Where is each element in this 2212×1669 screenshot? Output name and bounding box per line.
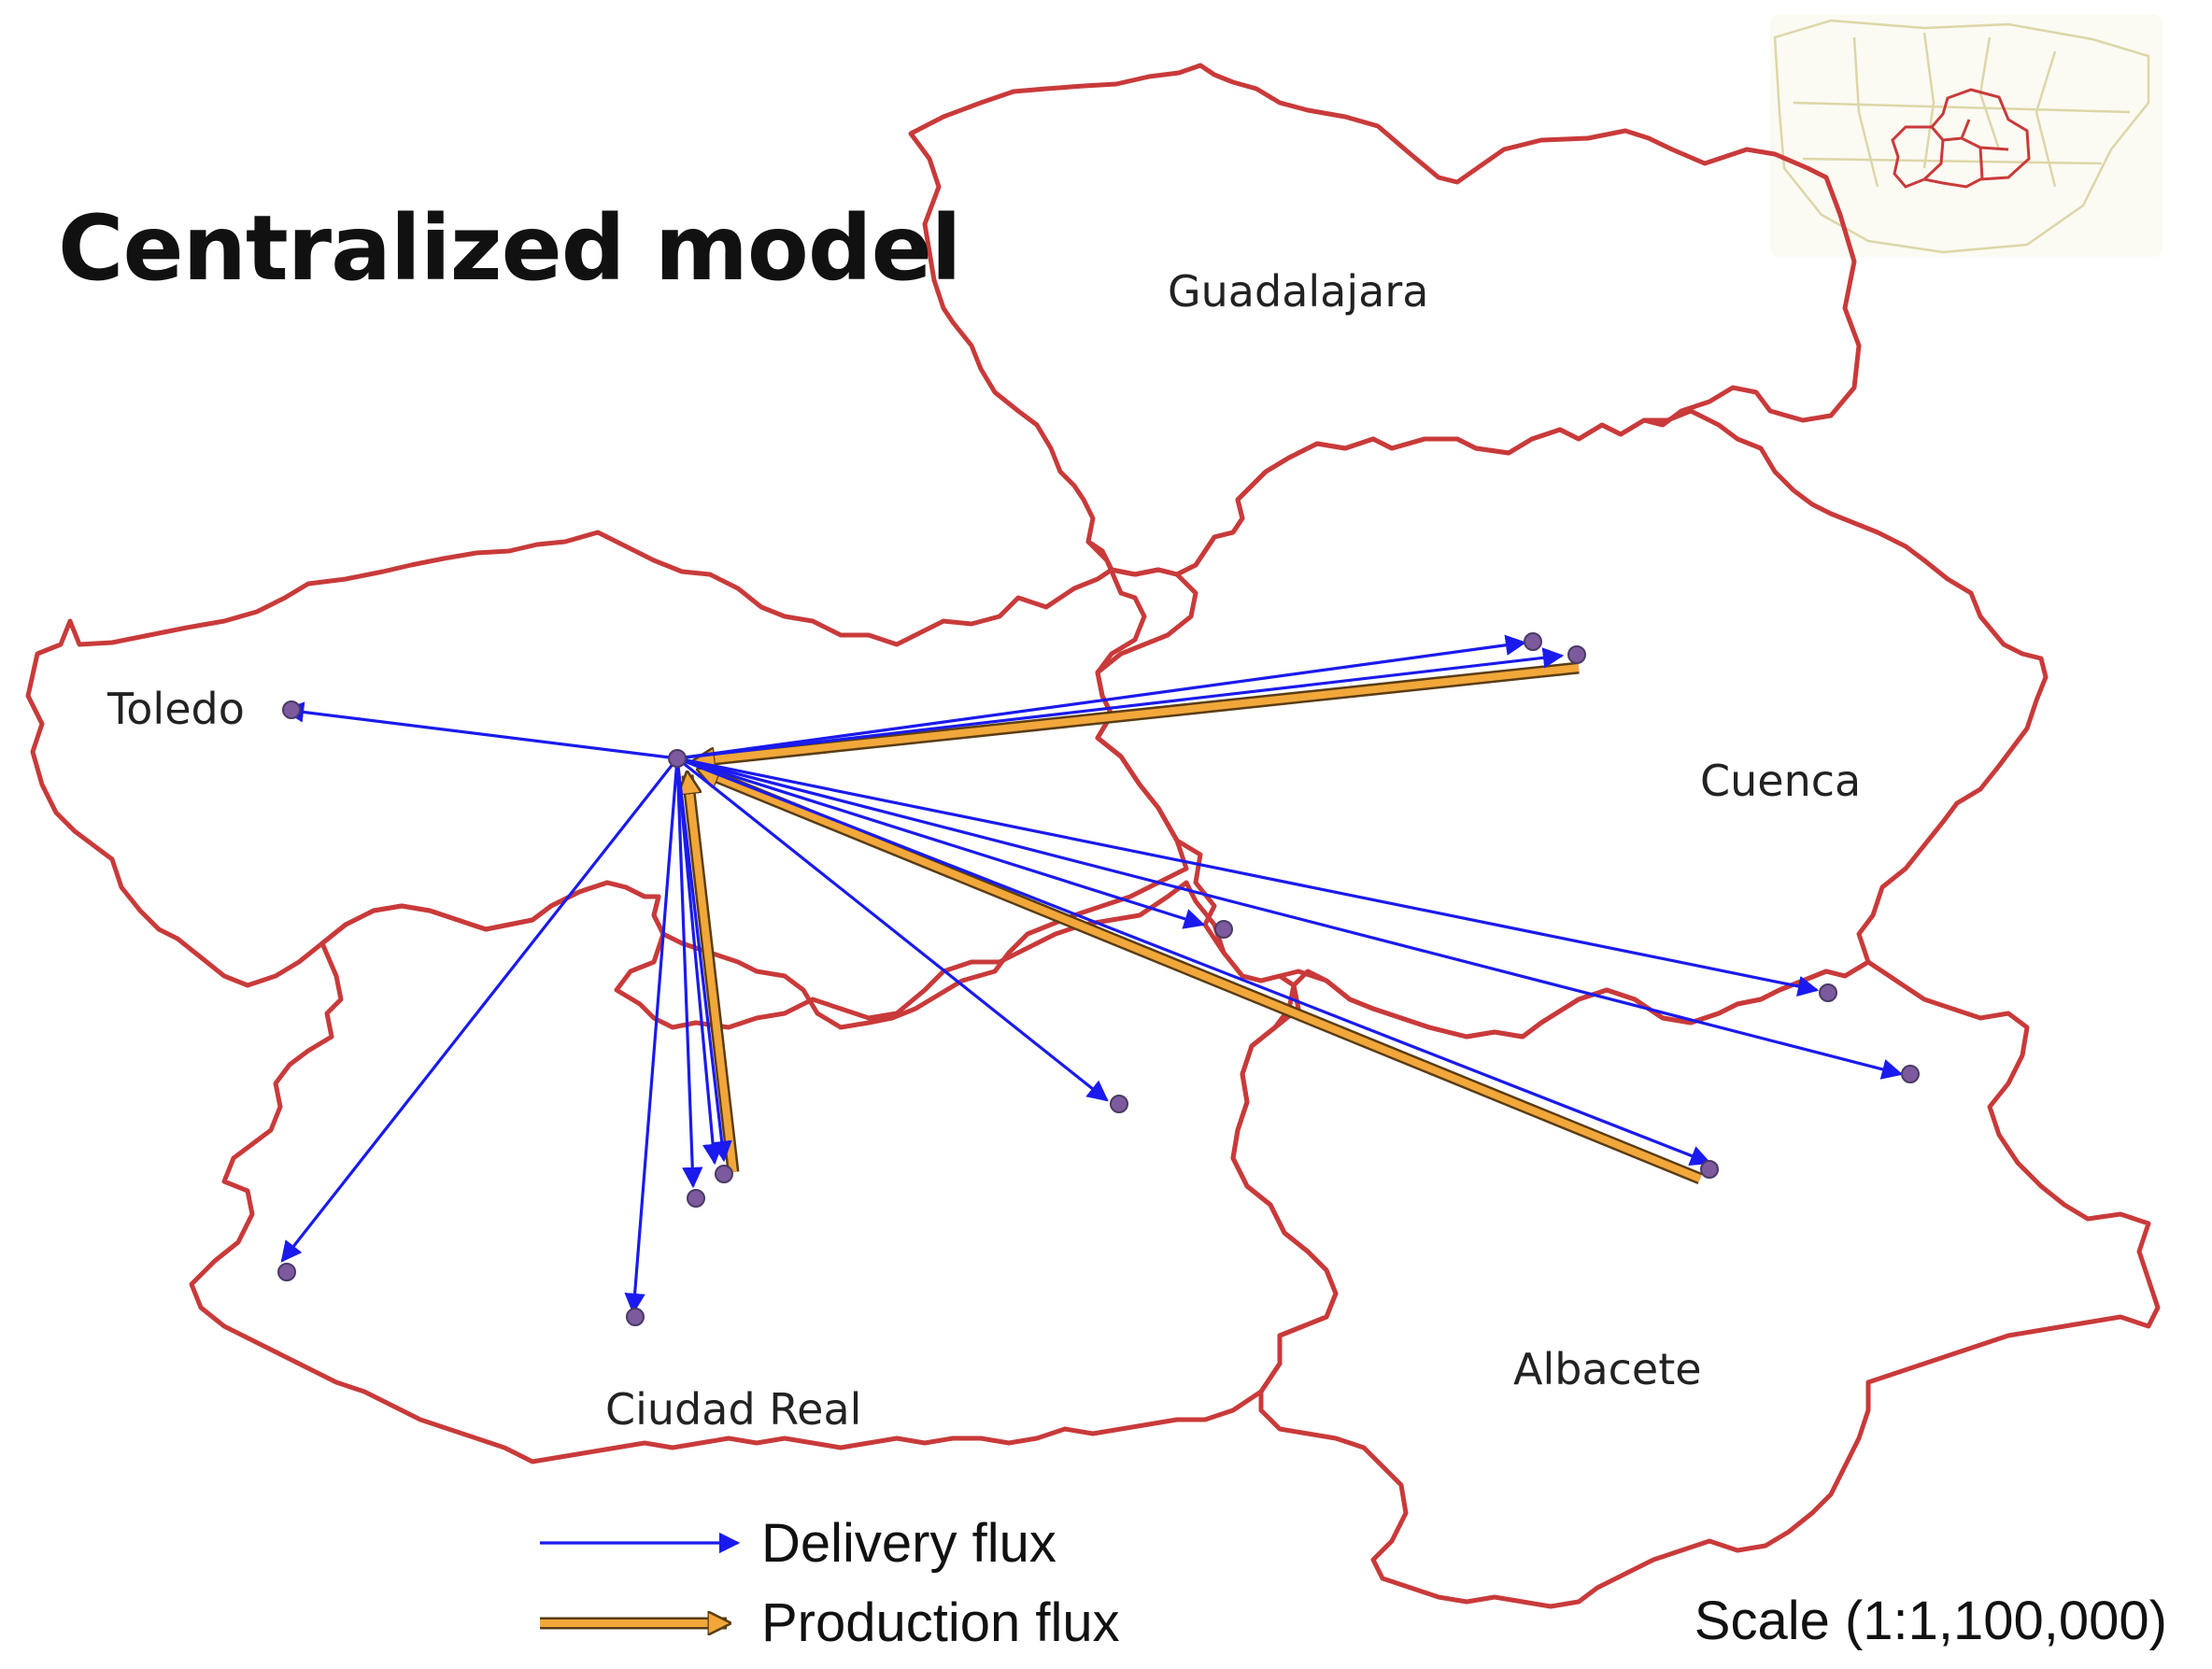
node	[687, 1189, 705, 1208]
region-cuenca-border	[1085, 408, 2049, 1040]
delivery-flux-toledo	[282, 701, 678, 760]
scale-label: Scale (1:1,100,000)	[1694, 1591, 2167, 1651]
node	[1110, 1095, 1128, 1113]
node	[1524, 632, 1542, 651]
hub-node	[668, 749, 687, 768]
node	[277, 1263, 296, 1281]
delivery-flux-ciudad-real-3	[624, 757, 679, 1315]
legend-delivery-label: Delivery flux	[761, 1513, 1056, 1574]
inset-locator-map	[1770, 14, 2162, 257]
delivery-flux-ciudad-real-1	[676, 757, 1109, 1102]
delivery-flux-cuenca-3	[676, 757, 1206, 929]
delivery-flux-ciudad-real-5	[675, 757, 724, 1166]
node	[1819, 983, 1837, 1002]
node	[1901, 1065, 1920, 1083]
delivery-flux-cuenca-1	[676, 634, 1527, 760]
node	[715, 1165, 733, 1183]
legend-production-label: Production flux	[761, 1592, 1120, 1653]
delivery-flux-ciudad-real-6	[675, 757, 732, 1163]
delivery-flux-ciudad-real-2	[280, 757, 679, 1263]
delivery-flux-cuenca-4	[676, 757, 1820, 997]
region-label-toledo: Toledo	[106, 684, 245, 734]
location-nodes	[277, 632, 1920, 1326]
production-flux-ciudad-real	[688, 775, 740, 1173]
node	[1567, 645, 1586, 664]
production-flux-cuenca	[696, 661, 1580, 761]
node	[1214, 920, 1233, 939]
delivery-flux-albacete-1	[676, 757, 1904, 1080]
region-label-albacete: Albacete	[1513, 1344, 1702, 1394]
delivery-flux-cuenca-2	[676, 647, 1565, 760]
node	[1700, 1160, 1719, 1179]
region-ciudad-real-border	[189, 880, 1339, 1464]
delivery-flux-group	[280, 634, 1904, 1315]
region-label-cuenca: Cuenca	[1700, 756, 1861, 806]
region-label-guadalajara: Guadalajara	[1168, 266, 1428, 317]
region-albacete-border	[1230, 959, 2161, 1609]
delivery-flux-albacete-2	[676, 757, 1712, 1167]
production-flux-group	[688, 661, 1703, 1185]
node	[282, 700, 301, 719]
production-flux-albacete	[701, 764, 1703, 1185]
legend: Delivery flux Production flux	[540, 1513, 1120, 1653]
map-title: Centralized model	[58, 196, 962, 301]
node	[626, 1308, 645, 1326]
delivery-flux-ciudad-real-4	[675, 757, 703, 1189]
region-label-ciudad-real: Ciudad Real	[605, 1384, 861, 1435]
region-guadalajara-border	[908, 63, 1862, 577]
